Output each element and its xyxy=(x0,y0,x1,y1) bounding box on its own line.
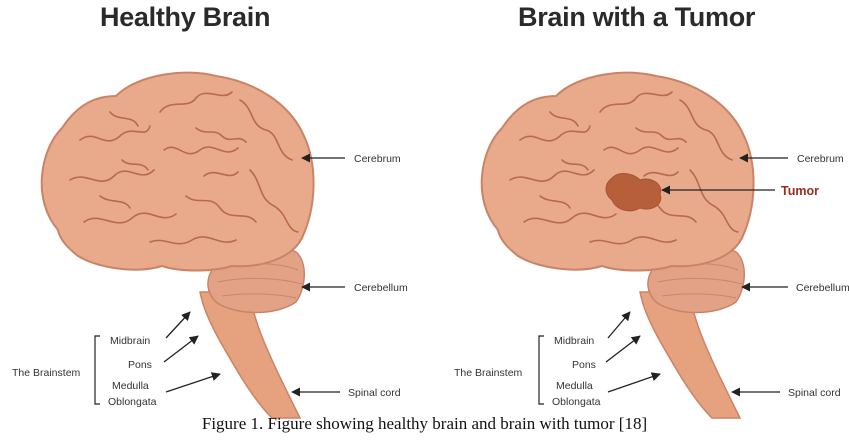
figure-caption: Figure 1. Figure showing healthy brain a… xyxy=(201,414,648,433)
label-oblongata-right: Oblongata xyxy=(552,396,601,408)
label-oblongata: Oblongata xyxy=(108,396,157,408)
label-medulla: Medulla xyxy=(112,380,149,392)
label-tumor: Tumor xyxy=(781,184,819,198)
left-annotations: Cerebrum Cerebellum Spinal cord The Brai… xyxy=(12,153,408,408)
label-brainstem-right: The Brainstem xyxy=(454,367,523,379)
right-annotations: Cerebrum Tumor Cerebellum Spinal cord Th… xyxy=(454,153,849,408)
tumor-brain xyxy=(480,71,755,419)
label-spinal-cord: Spinal cord xyxy=(348,387,401,399)
healthy-brain xyxy=(40,71,315,419)
tumor-brain-title: Brain with a Tumor xyxy=(518,2,756,32)
label-brainstem: The Brainstem xyxy=(12,367,81,379)
label-medulla-right: Medulla xyxy=(556,380,593,392)
label-pons: Pons xyxy=(128,359,152,371)
label-cerebrum-right: Cerebrum xyxy=(797,153,844,165)
label-cerebrum: Cerebrum xyxy=(354,153,401,165)
label-cerebellum-right: Cerebellum xyxy=(796,282,849,294)
healthy-brain-title: Healthy Brain xyxy=(100,2,271,32)
tumor-mass xyxy=(605,173,662,212)
label-cerebellum: Cerebellum xyxy=(354,282,408,294)
label-midbrain: Midbrain xyxy=(110,335,150,347)
label-midbrain-right: Midbrain xyxy=(554,335,594,347)
label-spinal-cord-right: Spinal cord xyxy=(788,387,841,399)
label-pons-right: Pons xyxy=(572,359,596,371)
